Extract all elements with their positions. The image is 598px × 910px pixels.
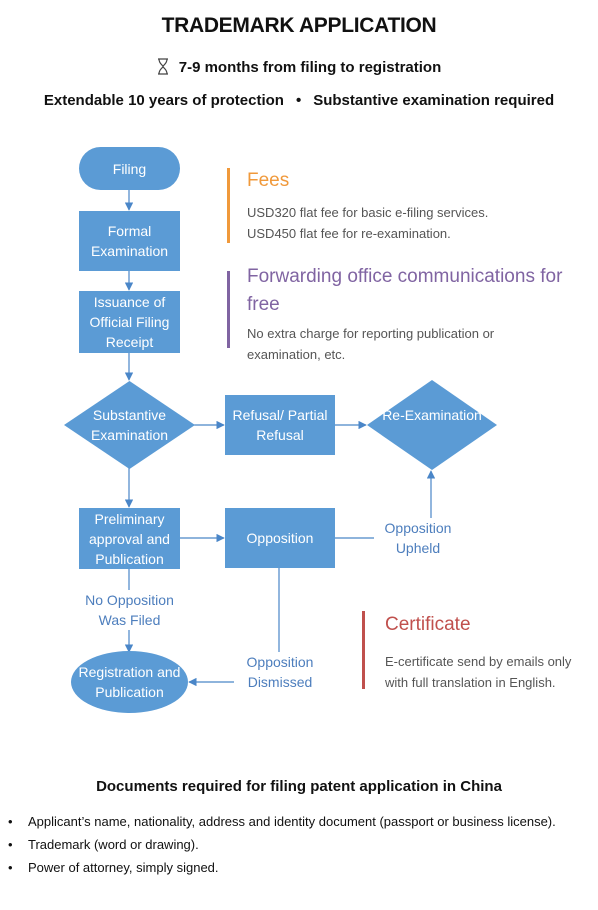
node-preliminary-approval: Preliminary approval and Publication xyxy=(79,508,180,569)
node-re-examination: Re-Examination xyxy=(382,407,482,423)
node-reexam-diamond xyxy=(367,380,497,470)
feature-examination: Substantive examination required xyxy=(313,92,555,109)
node-opposition: Opposition xyxy=(225,508,335,568)
hourglass-icon xyxy=(157,58,169,79)
fees-line-basic: USD320 flat fee for basic e-filing servi… xyxy=(247,205,489,220)
feature-line: Extendable 10 years of protection • Substa… xyxy=(0,92,598,109)
feature-protection: Extendable 10 years of protection xyxy=(43,92,284,109)
bullet-separator: • xyxy=(295,92,302,109)
duration-text: 7-9 months from filing to registration xyxy=(178,59,442,76)
documents-list: Applicant’s name, nationality, address a… xyxy=(8,810,588,879)
duration-line: 7-9 months from filing to registration xyxy=(0,58,598,79)
label-opposition-upheld: Opposition Upheld xyxy=(374,518,462,558)
page-title: TRADEMARK APPLICATION xyxy=(161,14,437,37)
forwarding-text: No extra charge for reporting publicatio… xyxy=(247,326,495,362)
document-item: Applicant’s name, nationality, address a… xyxy=(8,810,588,833)
forwarding-accent-bar xyxy=(227,271,230,348)
document-item: Trademark (word or drawing). xyxy=(8,833,588,856)
node-filing-receipt: Issuance of Official Filing Receipt xyxy=(79,291,180,353)
documents-title: Documents required for filing patent app… xyxy=(96,778,502,795)
forwarding-title: Forwarding office communications for fre… xyxy=(247,266,563,315)
certificate-title: Certificate xyxy=(385,614,471,635)
fees-title: Fees xyxy=(247,170,290,191)
node-refusal: Refusal/ Partial Refusal xyxy=(225,395,335,455)
label-opposition-dismissed: Opposition Dismissed xyxy=(234,652,326,692)
fees-details: USD320 flat fee for basic e-filing servi… xyxy=(247,202,577,244)
fees-accent-bar xyxy=(227,168,230,243)
node-substantive-examination: Substantive Examination xyxy=(90,407,169,443)
document-item: Power of attorney, simply signed. xyxy=(8,856,588,879)
node-registration: Registration and Publication xyxy=(71,651,188,713)
label-no-opposition: No Opposition Was Filed xyxy=(72,590,187,630)
node-substantive-diamond xyxy=(64,381,195,469)
node-filing: Filing xyxy=(79,147,180,190)
certificate-accent-bar xyxy=(362,611,365,689)
node-formal-examination: Formal Examination xyxy=(79,211,180,271)
certificate-text: E-certificate send by emails only with f… xyxy=(385,654,572,690)
fees-line-reexam: USD450 flat fee for re-examination. xyxy=(247,226,451,241)
